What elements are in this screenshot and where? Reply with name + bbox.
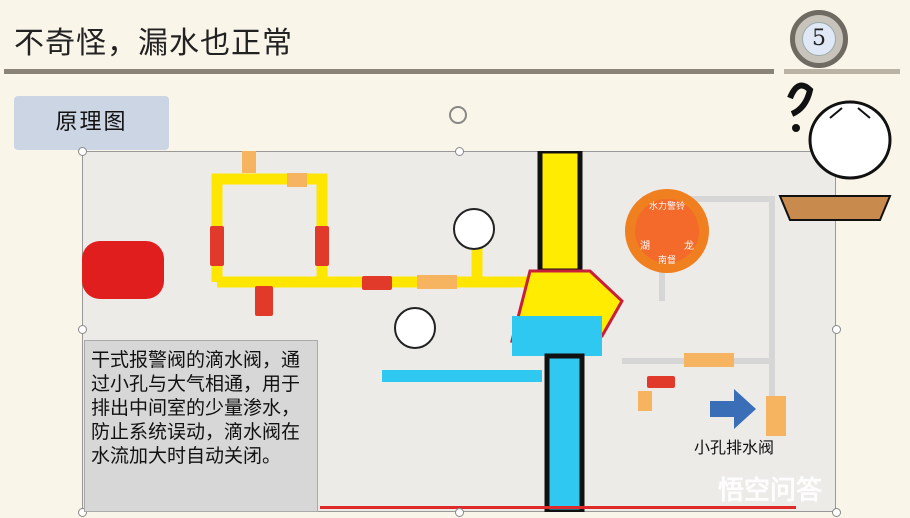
resize-handle-tm[interactable]	[455, 147, 464, 156]
resize-handle-ml[interactable]	[78, 325, 87, 334]
fittings	[242, 151, 786, 436]
valve-diagram: 水力警铃 湖 龙 南督	[82, 151, 796, 512]
page-number-badge	[790, 10, 848, 68]
header-divider	[4, 69, 774, 74]
description-box: 干式报警阀的滴水阀，通过小孔与大气相通，用于排出中间室的少量渗水，防止系统误动，…	[84, 340, 318, 512]
principle-diagram-tab[interactable]: 原理图	[14, 96, 169, 150]
watermark: 悟空问答	[718, 476, 823, 506]
valves	[210, 226, 675, 388]
pressure-gauge-lower	[394, 307, 436, 349]
air-riser	[537, 151, 583, 274]
resize-handle-mr[interactable]	[832, 325, 841, 334]
drain-valve-label: 小孔排水阀	[694, 438, 775, 457]
rotate-handle-icon[interactable]	[449, 106, 467, 124]
thinking-cat-icon	[778, 82, 892, 221]
gong-label-bottom: 南督	[658, 254, 676, 266]
gong-label: 水力警铃	[649, 200, 685, 212]
page-number: 5	[812, 26, 826, 51]
water-tank	[82, 241, 164, 299]
pressure-gauge-upper	[453, 208, 495, 250]
page-number-badge-inner	[802, 22, 836, 56]
gong-label-left: 湖	[640, 240, 650, 252]
resize-handle-bm[interactable]	[455, 508, 464, 517]
resize-handle-tl[interactable]	[78, 147, 87, 156]
drain-arrow	[710, 389, 756, 429]
header-divider-right	[784, 69, 900, 74]
page-title: 不奇怪，漏水也正常	[14, 26, 293, 61]
valve-body-lower	[512, 316, 602, 356]
resize-handle-bl[interactable]	[78, 508, 87, 517]
bottom-red-line	[320, 506, 796, 509]
water-main	[544, 353, 585, 512]
water-gong-inner	[635, 199, 699, 263]
gong-label-right: 龙	[684, 239, 694, 252]
resize-handle-br[interactable]	[832, 508, 841, 517]
